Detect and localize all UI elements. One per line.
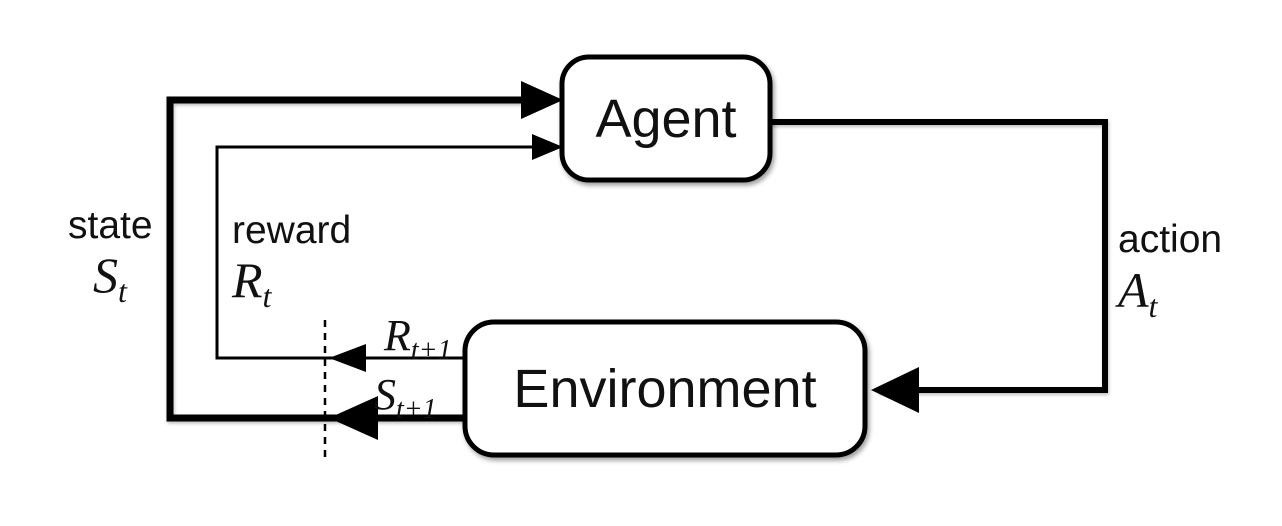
action-symbol-base: A	[1115, 262, 1149, 318]
environment-label: Environment	[513, 359, 816, 419]
reward-symbol-subscript: t	[263, 278, 273, 314]
action-symbol-subscript: t	[1149, 288, 1159, 324]
environment-box	[462, 319, 868, 458]
reward-word-label: reward	[232, 209, 351, 252]
agent-box	[559, 54, 773, 183]
action-flow-line	[770, 119, 1108, 393]
next-reward-symbol-label: Rt+1	[383, 311, 452, 366]
next-state-symbol-subscript: t+1	[396, 394, 437, 425]
action-word-label: action	[1118, 218, 1222, 261]
state-symbol-base: S	[93, 247, 118, 303]
state-symbol-subscript: t	[118, 273, 128, 309]
state-flow-line	[166, 96, 528, 422]
action-into-environment-arrowhead	[871, 367, 919, 413]
next-state-symbol-label: St+1	[374, 370, 437, 425]
action-symbol-label: At	[1115, 262, 1159, 324]
next-state-symbol-base: S	[374, 370, 396, 419]
state-into-agent-arrowhead	[521, 81, 563, 119]
reward-symbol-label: Rt	[231, 252, 273, 314]
reward-symbol-base: R	[231, 252, 263, 308]
next-state-arrowhead	[329, 396, 378, 440]
agent-label: Agent	[595, 89, 736, 149]
next-reward-symbol-base: R	[383, 311, 411, 360]
reward-into-agent-arrowhead	[532, 134, 563, 160]
next-reward-symbol-subscript: t+1	[411, 335, 452, 366]
state-symbol-label: St	[93, 247, 128, 309]
next-reward-arrowhead	[329, 344, 366, 372]
state-word-label: state	[68, 204, 153, 247]
